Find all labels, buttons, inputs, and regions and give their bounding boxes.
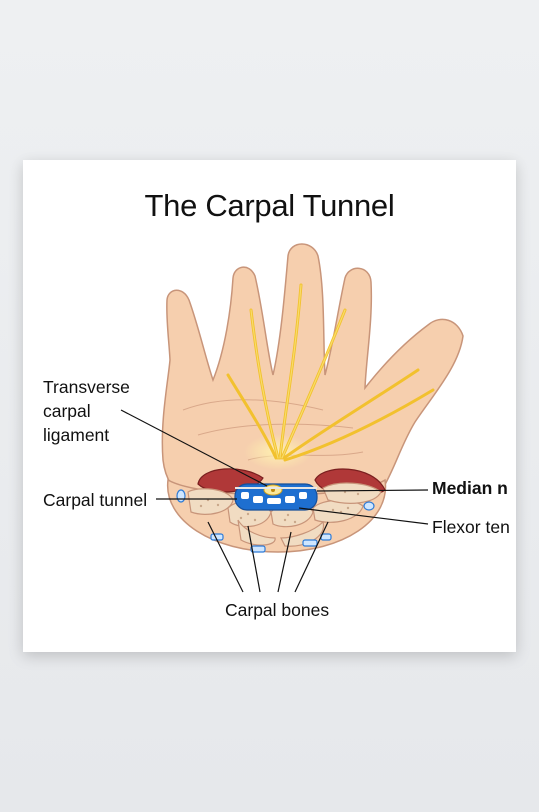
- hand-shape: [161, 243, 464, 520]
- label-transverse-line2: carpal: [43, 401, 91, 421]
- nerve-glow: [244, 434, 312, 470]
- label-transverse-line3: ligament: [43, 425, 110, 445]
- label-carpal-bones: Carpal bones: [225, 600, 330, 620]
- page-title: The Carpal Tunnel: [144, 188, 395, 223]
- tunnel-contents: [234, 483, 318, 511]
- leader-lines: [120, 409, 429, 593]
- label-carpal-tunnel: Carpal tunnel: [43, 490, 148, 510]
- carpal-tunnel-illustration: [120, 243, 464, 593]
- label-median-nerve: Median n: [432, 478, 508, 498]
- label-flexor-tendons: Flexor ten: [432, 517, 510, 537]
- vessels: [176, 489, 375, 553]
- label-transverse-line1: Transverse: [43, 377, 130, 397]
- diagram-frame: The Carpal Tunnel Transverse carpal liga…: [23, 160, 516, 652]
